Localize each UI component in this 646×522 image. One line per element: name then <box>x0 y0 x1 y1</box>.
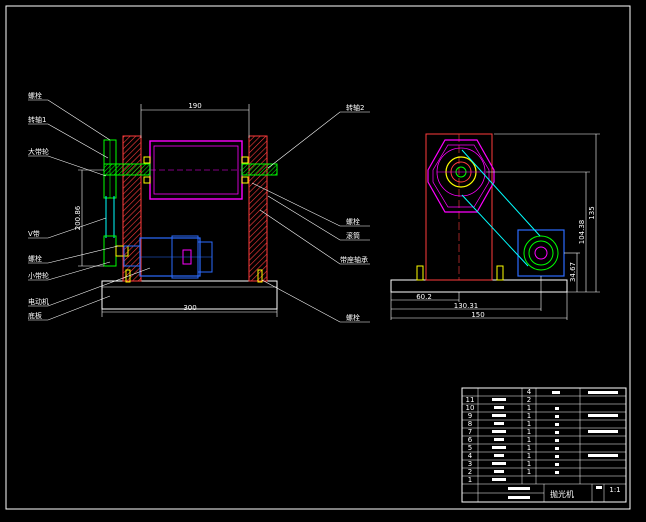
tb-qty: 1 <box>527 412 531 420</box>
dim-side-h1: 104.38 <box>578 220 586 245</box>
drum-end <box>427 139 495 213</box>
tb-qty: 2 <box>527 396 531 404</box>
right-support-wall <box>248 135 268 282</box>
label-large-pulley: 大带轮 <box>28 147 49 156</box>
bolt <box>143 176 151 184</box>
front-view: 190 200.86 300 螺栓 <box>28 91 370 323</box>
tb-item-no: 10 <box>466 404 475 412</box>
drawing-frame <box>5 5 631 510</box>
tb-scale: 1:1 <box>609 486 620 494</box>
tb-qty: 1 <box>527 452 531 460</box>
tb-item-no: 3 <box>468 460 472 468</box>
shaft-2 <box>241 163 278 176</box>
tb-item-no: 11 <box>466 396 475 404</box>
bolt <box>143 156 151 164</box>
side-view: 60.2 130.31 150 34.67 104.38 135 <box>390 133 600 320</box>
dim-side-h2: 135 <box>588 206 596 219</box>
tb-qty: 1 <box>527 444 531 452</box>
label-bearing: 带座轴承 <box>340 255 368 264</box>
bolt <box>241 156 249 164</box>
dim-side-3: 150 <box>471 311 484 319</box>
dim-front-belt: 200.86 <box>74 205 82 230</box>
tb-item-no: 1 <box>468 476 472 484</box>
tb-qty: 1 <box>527 404 531 412</box>
dim-front-top: 190 <box>188 102 201 110</box>
dim-side-h3: 34.67 <box>569 262 577 282</box>
tb-item-no: 7 <box>468 428 472 436</box>
label-motor: 电动机 <box>28 297 49 306</box>
dim-front-base: 300 <box>183 304 196 312</box>
tb-item-no: 5 <box>468 444 472 452</box>
side-motor <box>517 229 565 277</box>
tb-item-no: 9 <box>468 412 472 420</box>
small-pulley <box>103 235 117 267</box>
tb-item-no: 8 <box>468 420 472 428</box>
label-shaft-2: 转轴2 <box>346 103 364 112</box>
tb-qty: 1 <box>527 468 531 476</box>
bolt <box>257 269 263 283</box>
tb-qty: 1 <box>527 460 531 468</box>
label-bolt: 螺栓 <box>346 217 360 226</box>
base-plate <box>101 280 278 310</box>
dim-side-2: 130.31 <box>454 302 479 310</box>
title-block: 11 10 9 8 7 6 5 4 3 2 1 4 2 1 1 1 1 1 1 … <box>461 387 627 503</box>
label-bolt: 螺栓 <box>346 313 360 322</box>
tb-item-no: 6 <box>468 436 473 444</box>
bolt <box>241 176 249 184</box>
label-v-belt: V带 <box>28 230 40 238</box>
tb-item-no: 2 <box>468 468 472 476</box>
dim-side-1: 60.2 <box>416 293 432 301</box>
tb-drawing-name: 抛光机 <box>550 489 574 499</box>
label-bolt: 螺栓 <box>28 91 42 100</box>
tb-qty: 1 <box>527 420 531 428</box>
label-small-pulley: 小带轮 <box>28 271 49 280</box>
tb-item-no: 4 <box>468 452 473 460</box>
label-bolt: 螺栓 <box>28 254 42 263</box>
tb-qty: 4 <box>527 388 532 396</box>
label-base-plate: 底板 <box>28 311 42 320</box>
shaft-1 <box>103 163 151 176</box>
left-support-wall <box>122 135 142 282</box>
bolt <box>125 269 131 283</box>
side-base <box>390 279 568 293</box>
motor <box>123 235 213 279</box>
tb-qty: 1 <box>527 428 531 436</box>
label-drum: 滚筒 <box>346 231 360 240</box>
label-shaft-1: 转轴1 <box>28 115 46 124</box>
tb-qty: 1 <box>527 436 531 444</box>
